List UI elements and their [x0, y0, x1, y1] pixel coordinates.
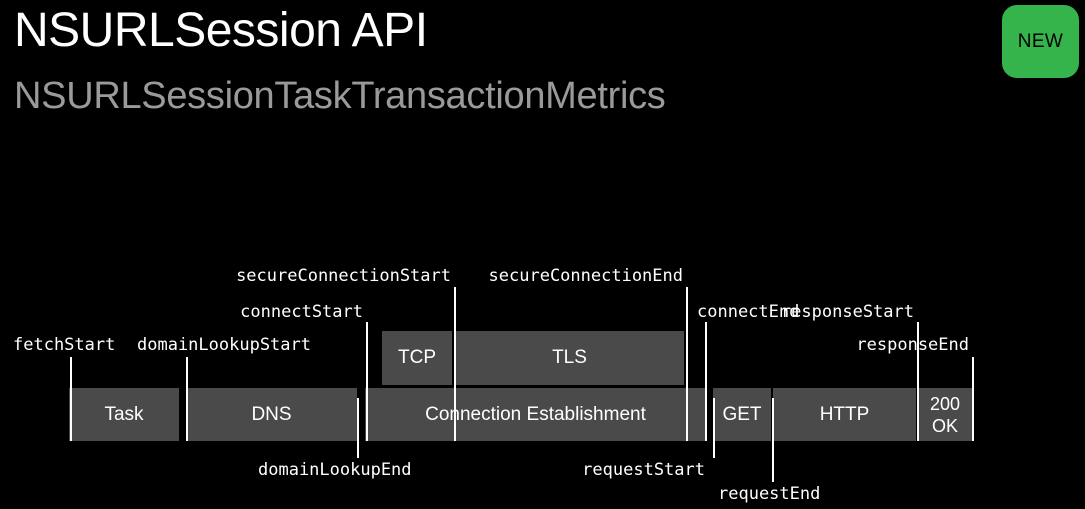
tick-label-domainlookupstart: domainLookupStart — [137, 335, 311, 355]
tick-responseend — [972, 357, 974, 441]
tick-requestend — [772, 398, 774, 482]
tick-fetchstart — [70, 357, 72, 441]
tick-connectstart — [366, 322, 368, 441]
tick-domainlookupstart — [186, 357, 188, 441]
tick-label-requestend: requestEnd — [718, 484, 821, 504]
tick-label-responseend: responseEnd — [856, 335, 969, 355]
tick-connectend — [705, 322, 707, 441]
tick-label-connectend: connectEnd — [697, 302, 800, 322]
tick-secureconnectionstart — [454, 287, 456, 441]
page-subtitle: NSURLSessionTaskTransactionMetrics — [14, 75, 666, 117]
tick-label-domainlookupend: domainLookupEnd — [258, 460, 412, 480]
new-badge: NEW — [1002, 5, 1079, 78]
page-title: NSURLSession API — [14, 4, 428, 57]
tick-requeststart — [713, 398, 715, 458]
tick-label-requeststart: requestStart — [582, 460, 705, 480]
tick-label-responsestart: responseStart — [780, 302, 914, 322]
timeline-segment-connection-establishment: Connection Establishment — [365, 388, 706, 441]
timeline-segment-200-ok: 200 OK — [918, 388, 972, 441]
tick-label-connectstart: connectStart — [240, 302, 363, 322]
timeline-segment-http: HTTP — [773, 388, 916, 441]
timeline-segment-tls: TLS — [455, 331, 684, 385]
timeline-segment-task: Task — [69, 388, 179, 441]
timeline-segment-dns: DNS — [186, 388, 357, 441]
tick-responsestart — [917, 322, 919, 441]
tick-secureconnectionend — [686, 287, 688, 441]
tick-label-fetchstart: fetchStart — [13, 335, 116, 355]
tick-label-secureconnectionend: secureConnectionEnd — [488, 266, 683, 286]
timeline-segment-get: GET — [713, 388, 771, 441]
tick-domainlookupend — [357, 398, 359, 458]
timeline-segment-tcp: TCP — [382, 331, 452, 385]
tick-label-secureconnectionstart: secureConnectionStart — [236, 266, 451, 286]
